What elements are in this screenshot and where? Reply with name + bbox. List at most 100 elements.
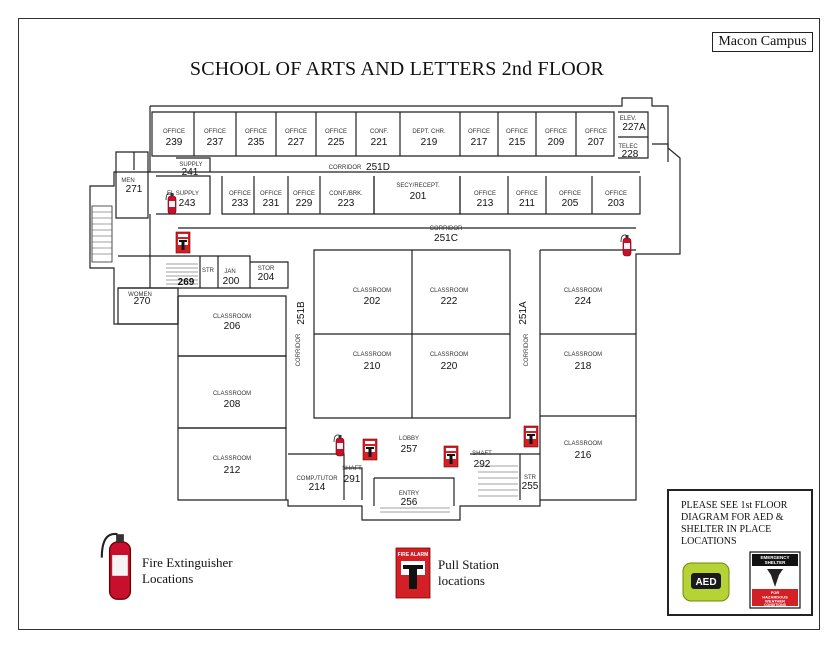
- misc-rooms: ELEV. 227A TELEC 228 SUPPLY 241 EL SUPPL…: [121, 116, 646, 508]
- jan-number: 200: [223, 276, 240, 287]
- classroom-number: 212: [224, 465, 241, 476]
- entry-label: ENTRY: [399, 491, 419, 497]
- men-number: 271: [126, 184, 143, 195]
- room-number: 211: [519, 198, 535, 209]
- classroom-number: 224: [575, 296, 592, 307]
- shelter-line: EMERGENCY: [760, 555, 789, 560]
- room-number: 217: [471, 137, 488, 148]
- room-label: DEPT. CHR.: [412, 129, 446, 135]
- women-number: 270: [134, 296, 151, 307]
- str255-number: 255: [522, 481, 539, 492]
- room-label: OFFICE: [229, 191, 251, 197]
- classroom-label: CLASSROOM: [430, 288, 468, 294]
- classroom-label: CLASSROOM: [564, 288, 602, 294]
- str-label: STR: [202, 268, 215, 274]
- classroom-label: CLASSROOM: [213, 391, 251, 397]
- lobby-number: 257: [401, 444, 418, 455]
- room-number: 235: [248, 137, 265, 148]
- women-label: WOMEN: [128, 292, 152, 298]
- corridor-number: 251C: [434, 233, 458, 244]
- classroom-number: 210: [364, 361, 381, 372]
- note-text: PLEASE SEE 1st FLOOR DIAGRAM FOR AED & S…: [681, 500, 788, 547]
- legend-line: Pull Station: [438, 557, 500, 572]
- elev-number: 227A: [622, 122, 646, 133]
- shaft1-label: SHAFT: [342, 466, 362, 472]
- aed-icon: AED: [682, 562, 730, 602]
- supply-number: 241: [182, 167, 199, 178]
- room-number: 205: [562, 198, 579, 209]
- classroom-number: 222: [441, 296, 458, 307]
- room-number: 219: [421, 137, 438, 148]
- room-number: 213: [477, 198, 494, 209]
- entry-number: 256: [401, 497, 418, 508]
- room-number: 231: [263, 198, 280, 209]
- fire-extinguisher-icon: [620, 234, 632, 257]
- classroom-label: CLASSROOM: [564, 441, 602, 447]
- aed-shelter-note: PLEASE SEE 1st FLOOR DIAGRAM FOR AED & S…: [667, 489, 813, 616]
- room-number: 229: [296, 198, 313, 209]
- shelter-line: SHELTER: [765, 560, 786, 565]
- shaft2-number: 292: [474, 459, 491, 470]
- classroom-label: CLASSROOM: [213, 314, 251, 320]
- stor-label: STOR: [258, 266, 275, 272]
- classroom-number: 216: [575, 450, 592, 461]
- corridor-number: 251B: [296, 301, 307, 325]
- elev-label: ELEV.: [620, 116, 637, 122]
- classroom-number: 208: [224, 399, 241, 410]
- corridor-label: CORRIDOR: [524, 333, 530, 366]
- room-number: 239: [166, 137, 183, 148]
- pull-station-sign-text: FIRE ALARM: [398, 552, 429, 558]
- room-number: 233: [232, 198, 249, 209]
- room-number: 237: [207, 137, 224, 148]
- page-border: [18, 18, 820, 630]
- jan-label: JAN: [224, 269, 235, 275]
- room-label: OFFICE: [293, 191, 315, 197]
- shaft1-number: 291: [344, 474, 361, 485]
- room-number: 209: [548, 137, 565, 148]
- room-number: 221: [371, 137, 388, 148]
- shelter-line: WEATHER: [765, 599, 785, 604]
- classroom-label: CLASSROOM: [564, 352, 602, 358]
- shelter-line: HAZARDOUS: [762, 595, 788, 600]
- room-number: 203: [608, 198, 625, 209]
- corridor-label: CORRIDOR: [430, 226, 463, 232]
- shelter-sign-icon: EMERGENCY SHELTER FOR HAZARDOUS WEATHER …: [749, 551, 801, 609]
- legend-line: locations: [438, 573, 485, 588]
- room-number: 223: [338, 198, 355, 209]
- classroom-label: CLASSROOM: [353, 288, 391, 294]
- classroom-number: 202: [364, 296, 381, 307]
- room-number: 201: [410, 191, 427, 202]
- pull-station-icon: [175, 231, 191, 254]
- room-label: OFFICE: [516, 191, 538, 197]
- stair-269-number: 269: [178, 277, 195, 288]
- room-label: OFFICE: [605, 191, 627, 197]
- shelter-line: CONDITIONS: [764, 603, 787, 607]
- room-label: OFFICE: [468, 129, 490, 135]
- room-number: 227: [288, 137, 305, 148]
- floor-plan-title: SCHOOL OF ARTS AND LETTERS 2nd FLOOR: [189, 58, 605, 80]
- room-label: OFFICE: [474, 191, 496, 197]
- room-label: OFFICE: [585, 129, 607, 135]
- pull-station-legend: Pull Station locations: [438, 557, 499, 589]
- room-label: SECY/RECEPT.: [396, 183, 440, 189]
- classroom-number: 206: [224, 321, 241, 332]
- room-label: OFFICE: [260, 191, 282, 197]
- str255-label: STR: [524, 475, 537, 481]
- classroom-number: 218: [575, 361, 592, 372]
- room-label: OFFICE: [285, 129, 307, 135]
- room-number: 215: [509, 137, 526, 148]
- shelter-line: FOR: [771, 590, 780, 595]
- pull-station-icon: FIRE ALARM: [395, 547, 431, 599]
- room-label: CONF./BRK.: [329, 191, 363, 197]
- pull-station-icon: [443, 445, 459, 468]
- room-label: OFFICE: [163, 129, 185, 135]
- top-offices: OFFICE 239 OFFICE 237 OFFICE 235 OFFICE …: [163, 129, 607, 148]
- campus-label: Macon Campus: [712, 32, 813, 52]
- legend-line: Fire Extinguisher: [142, 555, 233, 570]
- men-label: MEN: [121, 178, 134, 184]
- pull-station-icon: [362, 438, 378, 461]
- room-label: OFFICE: [204, 129, 226, 135]
- elsupply-number: 243: [179, 198, 196, 209]
- room-label: OFFICE: [506, 129, 528, 135]
